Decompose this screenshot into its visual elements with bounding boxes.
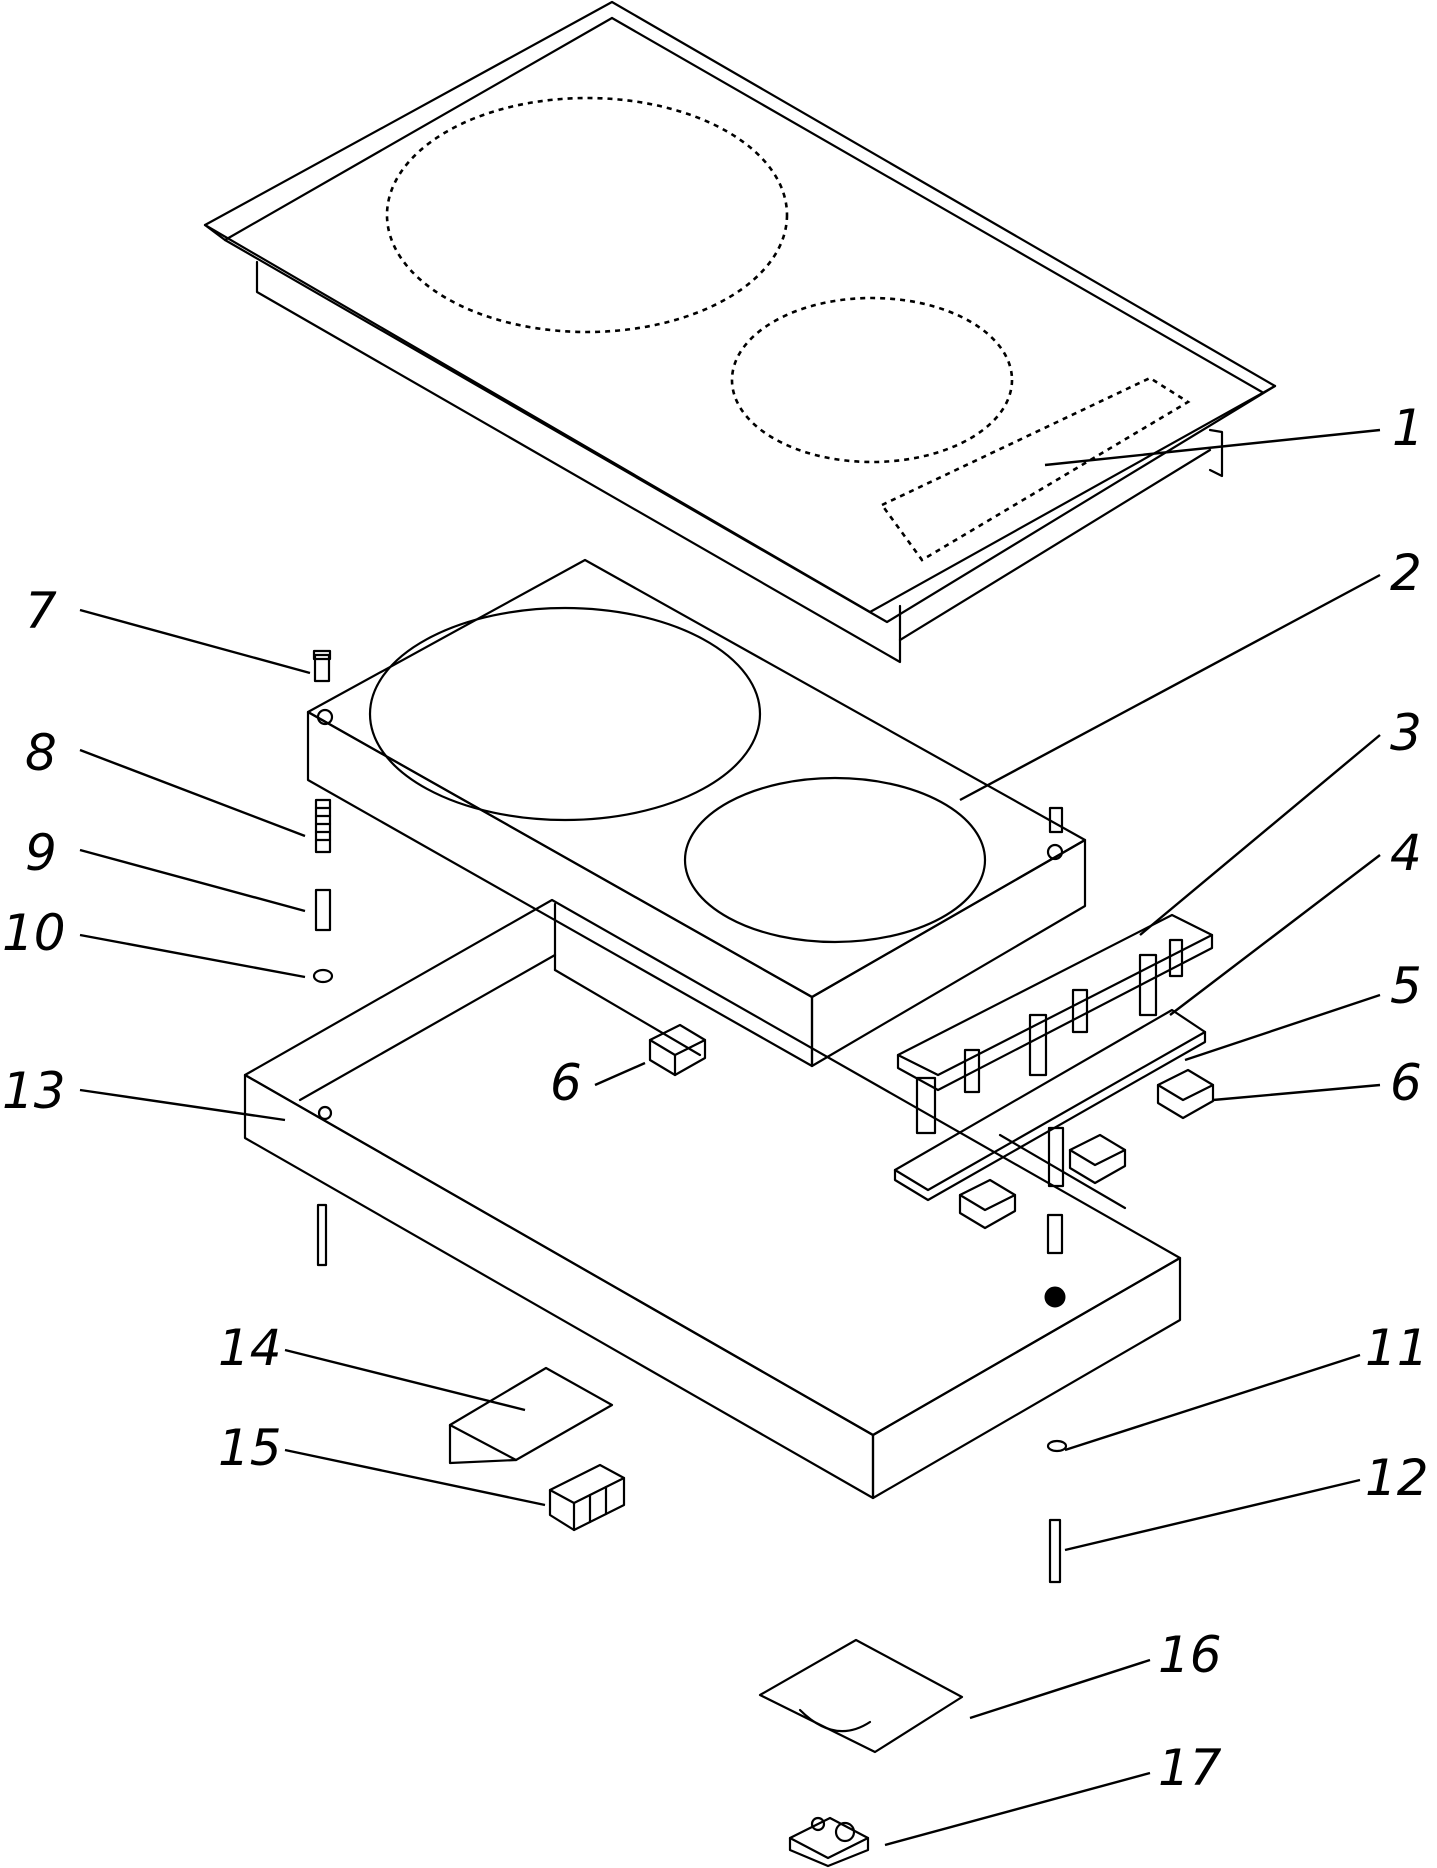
heating-element-tray	[306, 558, 1087, 1068]
terminal-block	[548, 1463, 626, 1532]
callout-15: 15	[218, 1419, 282, 1477]
callout-6-right: 6	[1390, 1054, 1422, 1112]
right-fasteners	[1044, 806, 1068, 1584]
callout-14: 14	[218, 1319, 282, 1377]
callout-1: 1	[1392, 399, 1424, 457]
callout-11: 11	[1365, 1319, 1429, 1377]
callout-12: 12	[1365, 1449, 1429, 1507]
callout-6-center: 6	[550, 1054, 582, 1112]
left-fasteners	[312, 649, 334, 1267]
callout-9: 9	[25, 824, 57, 882]
glass-top-plate	[203, 0, 1277, 664]
callout-16: 16	[1158, 1626, 1222, 1684]
bracket	[448, 1366, 614, 1465]
callout-13: 13	[2, 1062, 66, 1120]
callout-7: 7	[25, 582, 57, 640]
callout-17: 17	[1158, 1739, 1222, 1797]
base-housing	[243, 898, 1182, 1500]
callout-10: 10	[2, 904, 66, 962]
callout-8: 8	[25, 724, 57, 782]
switch-component	[788, 1816, 870, 1868]
callout-5: 5	[1390, 957, 1422, 1015]
spacer-blocks	[648, 1023, 1215, 1230]
callout-2: 2	[1390, 544, 1422, 602]
bottom-cover-plate	[758, 1638, 964, 1754]
leader-lines	[79, 428, 1381, 1847]
insulating-plate	[893, 1008, 1207, 1202]
callout-4: 4	[1390, 824, 1422, 882]
callout-3: 3	[1390, 704, 1422, 762]
control-board	[896, 913, 1214, 1135]
callout-labels: 1 2 3 4 5 6 6 7 8 9 10 13 14 15 11 12 16…	[2, 399, 1429, 1797]
